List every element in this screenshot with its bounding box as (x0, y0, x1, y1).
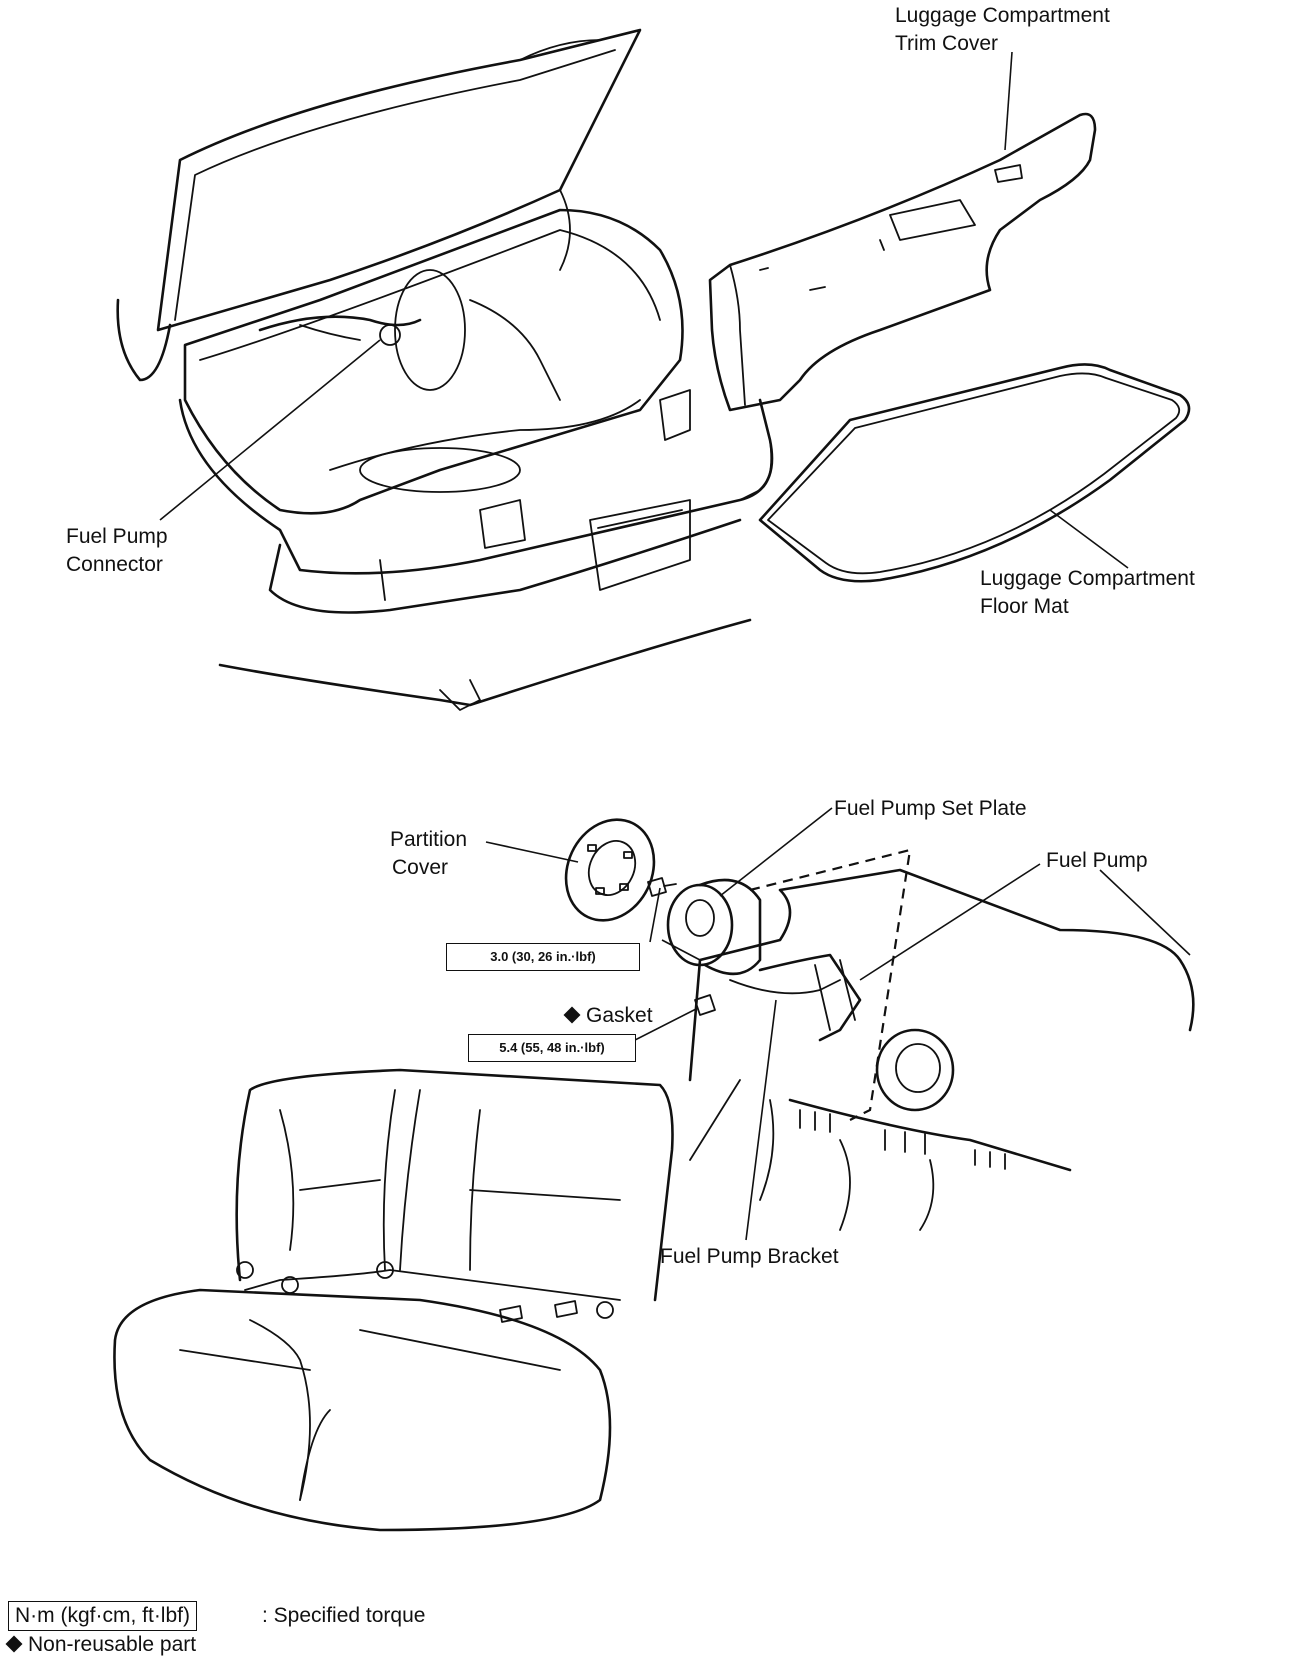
non-reusable-diamond-icon (563, 1006, 581, 1024)
legend-torque-meaning: : Specified torque (262, 1604, 426, 1627)
fuel-pump-assembly-illustration (647, 848, 1195, 1231)
car-rear-illustration (116, 28, 774, 711)
label-gasket: Gasket (563, 1002, 653, 1030)
fuel-pump-leader-2 (1099, 869, 1191, 956)
partition-cover-leader (485, 841, 579, 863)
trim-cover-leader (1004, 51, 1013, 151)
label-fuel-pump: Fuel Pump (1046, 849, 1148, 872)
bolt-torque-leader (649, 887, 661, 943)
partition-cover-illustration (564, 818, 656, 922)
legend-torque-unit-box: N·m (kgf·cm, ft·lbf) (8, 1601, 197, 1631)
fuel-pump-leader (859, 863, 1041, 981)
connector-leader (159, 339, 381, 521)
trim-cover-illustration (708, 112, 1097, 412)
label-partition-cover: Partition Cover (390, 828, 468, 879)
floor-mat-illustration (758, 363, 1191, 583)
nut-torque-leader (634, 1007, 699, 1041)
rear-seat-illustration (113, 1068, 674, 1532)
torque-set-plate-bolt: 3.0 (30, 26 in.·lbf) (446, 943, 640, 971)
set-plate-leader (719, 807, 833, 897)
label-trim-cover: Luggage Compartment Trim Cover (895, 4, 1110, 55)
bracket-leader (745, 999, 777, 1241)
label-fuel-pump-bracket: Fuel Pump Bracket (660, 1245, 839, 1268)
label-set-plate: Fuel Pump Set Plate (834, 797, 1027, 820)
gasket-leader (661, 939, 701, 961)
legend-diamond-icon (5, 1635, 23, 1653)
floor-mat-leader (1049, 509, 1129, 569)
label-floor-mat: Luggage Compartment Floor Mat (980, 567, 1195, 618)
label-fuel-pump-connector: Fuel Pump Connector (66, 525, 168, 576)
legend-non-reusable: Non-reusable part (5, 1633, 196, 1657)
torque-bracket-nut: 5.4 (55, 48 in.·lbf) (468, 1034, 636, 1062)
